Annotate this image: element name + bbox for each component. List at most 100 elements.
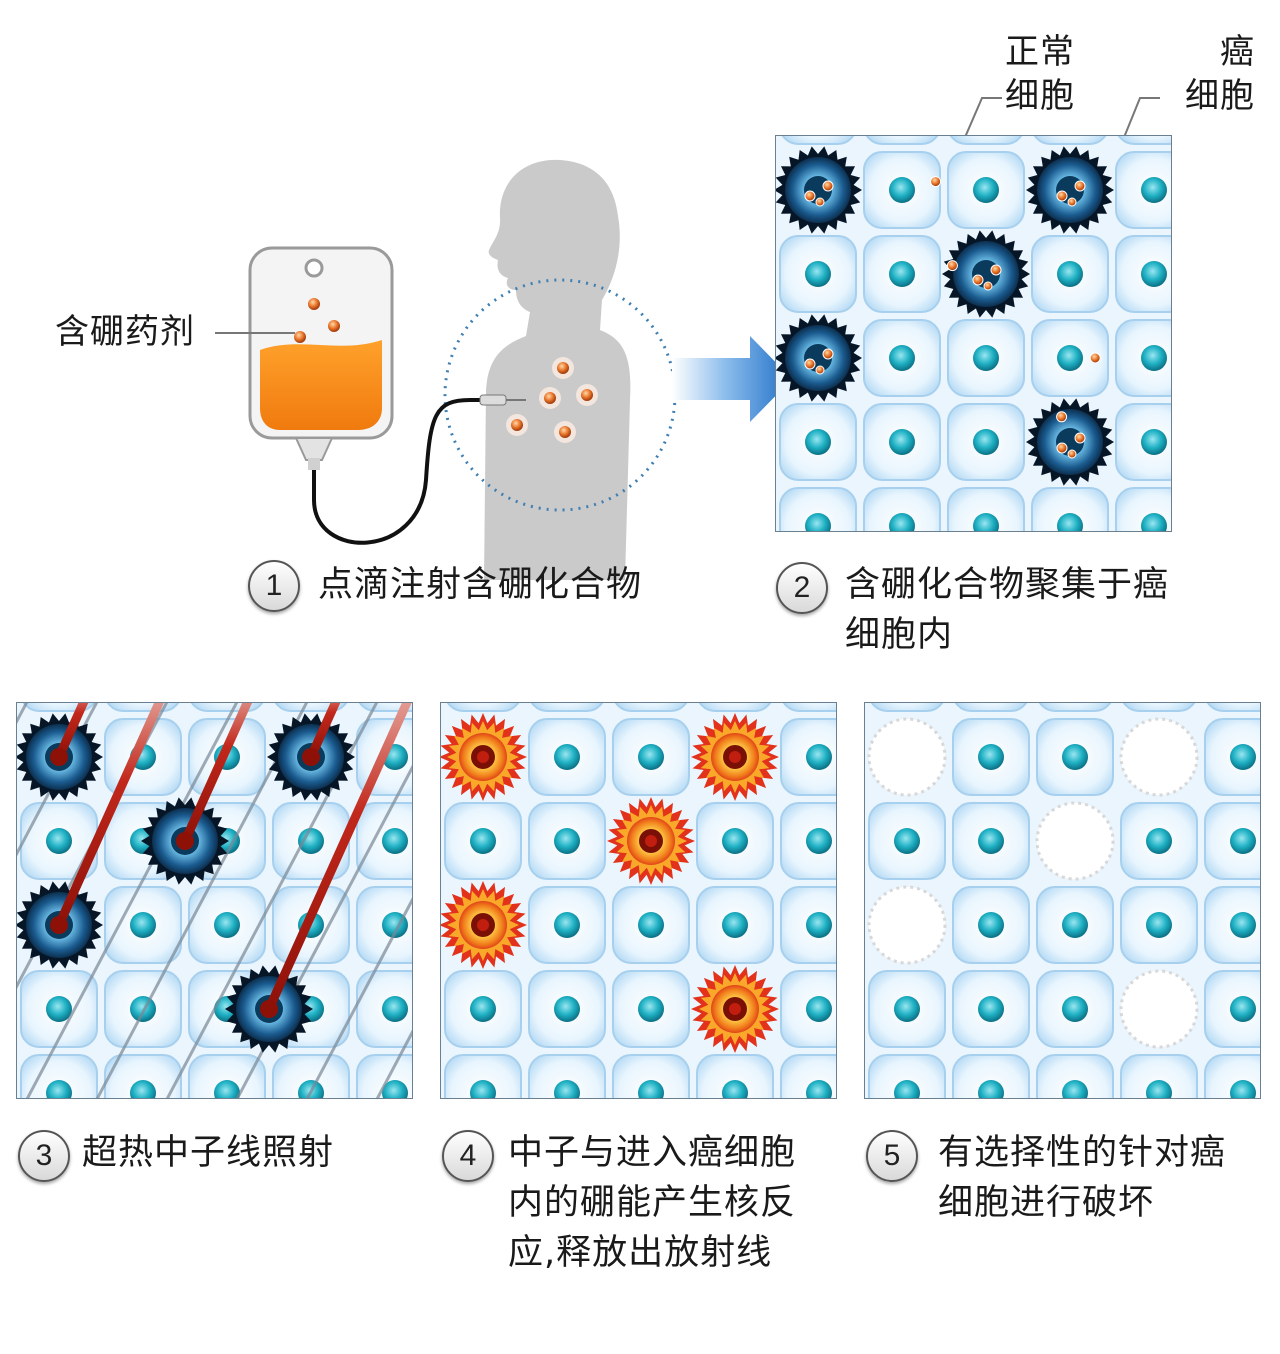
normal-cell [780,970,836,1048]
normal-cell [356,970,412,1048]
step-3-number: 3 [18,1130,70,1182]
cancer-cell [776,146,862,234]
boron-particle [804,358,816,370]
normal-cell [612,886,690,964]
drug-label: 含硼药剂 [55,312,195,352]
panel-cancer-destroyed [864,702,1261,1099]
panel-nuclear-reaction [440,702,837,1099]
normal-cell [528,970,606,1048]
normal-cell [947,403,1025,481]
drug-leader-line [215,332,295,334]
normal-cell [1117,136,1171,145]
normal-cell [780,1054,836,1098]
normal-cell [528,802,606,880]
boron-particle [822,180,834,192]
destroyed-cell [867,717,947,797]
normal-cell [863,487,941,531]
normal-cell [528,718,606,796]
boron-particle [1089,352,1101,364]
boron-particle [804,190,816,202]
normal-cell [868,1054,946,1098]
normal-cell [949,136,1023,145]
destroyed-cell [1035,801,1115,881]
normal-cell [20,1054,98,1098]
normal-cell [865,136,939,145]
cancer-cell [1026,398,1114,486]
normal-cell [863,151,941,229]
normal-cell [947,487,1025,531]
step-3-text: 超热中子线照射 [82,1133,335,1173]
panel-neutron-irradiation [16,702,413,1099]
normal-cell [614,703,688,712]
arrow-right-icon [672,336,792,422]
normal-cell [446,703,520,712]
normal-cell [952,886,1030,964]
boron-particle [983,281,993,291]
normal-cell [863,235,941,313]
normal-cell [779,235,857,313]
normal-cell [530,703,604,712]
neutron-beam [305,897,412,1098]
step-5-text: 有选择性的针对癌 细胞进行破坏 [938,1133,1227,1223]
normal-cell [444,1054,522,1098]
cancer-cell [942,230,1030,318]
neutron-hit-beam [54,703,164,930]
neutron-hit-beam [54,703,89,762]
normal-cell [952,1054,1030,1098]
normal-cell [188,886,266,964]
normal-cell [106,703,180,712]
iv-bag [248,246,394,470]
normal-cell [780,802,836,880]
step-1-text: 点滴注射含硼化合物 [318,565,643,605]
reaction-cell [441,881,527,969]
normal-cell [863,403,941,481]
normal-cell [1115,235,1171,313]
normal-cell [779,403,857,481]
normal-cell [868,970,946,1048]
normal-cell [1031,487,1109,531]
normal-cell [1204,1054,1260,1098]
normal-cell [612,1054,690,1098]
normal-cell [1036,886,1114,964]
normal-cell [696,886,774,964]
normal-cell [870,703,944,712]
neutron-beam [375,1029,412,1098]
normal-cell [1036,1054,1114,1098]
normal-cell [20,970,98,1048]
normal-cell [868,802,946,880]
normal-cell [356,802,412,880]
step-4-text: 中子与进入癌细胞 内的硼能产生核反 应,释放出放射线 [508,1133,797,1273]
normal-cell [1204,802,1260,880]
neutron-hit-beam [180,703,253,846]
destroyed-cell [1119,717,1199,797]
normal-cell [188,1054,266,1098]
normal-cell [952,970,1030,1048]
normal-cell [954,703,1028,712]
normal-cell [1115,319,1171,397]
normal-cell [952,718,1030,796]
boron-particle [815,197,825,207]
normal-cell [1115,403,1171,481]
normal-cell [1115,487,1171,531]
boron-particle [1067,449,1077,459]
boron-particle [822,348,834,360]
cancer-cell [776,314,862,402]
boron-particle [815,365,825,375]
normal-cell [947,151,1025,229]
normal-cell-label: 正常 细胞 [1005,32,1075,116]
step-5-number: 5 [866,1130,918,1182]
boron-particle [1067,197,1077,207]
normal-cell [104,1054,182,1098]
normal-cell [1120,886,1198,964]
step-1-number: 1 [248,560,300,612]
boron-particle [972,274,984,286]
normal-cell [1038,703,1112,712]
normal-cell [104,886,182,964]
normal-cell [698,703,772,712]
boron-particle [1056,411,1068,423]
step-2-text: 含硼化合物聚集于癌 细胞内 [845,565,1170,655]
normal-cell [1036,970,1114,1048]
reaction-cell [607,797,695,885]
normal-cell [1031,319,1109,397]
neutron-hit-beam [306,703,341,762]
